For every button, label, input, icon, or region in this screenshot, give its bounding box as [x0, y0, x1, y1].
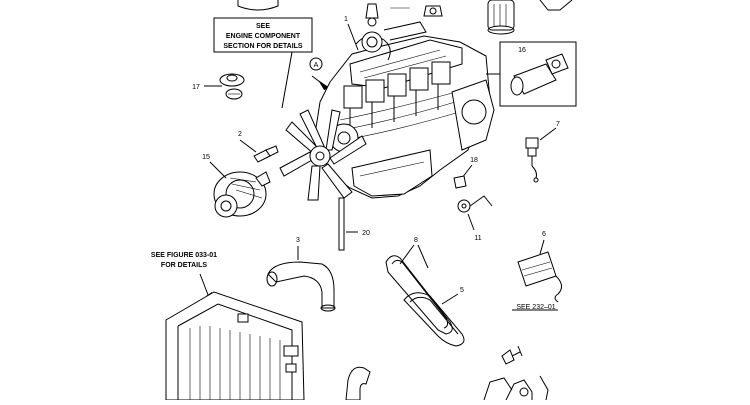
callout-8: 8 [414, 237, 418, 244]
starter-motor-part: 16 [486, 41, 577, 107]
callout-17: 17 [192, 84, 200, 91]
note-figure-details: FOR DETAILS [161, 262, 207, 269]
callout-7: 7 [556, 121, 560, 128]
belts-part: 8 5 [385, 237, 465, 347]
callout-1-group: 1 [344, 16, 359, 51]
switch-part: 7 [525, 121, 560, 183]
view-a-marker: A [309, 57, 330, 90]
temp-sensor-part: 2 [238, 131, 279, 163]
engine-assembly [315, 21, 495, 199]
dipstick-part: 20 [338, 197, 370, 251]
bottom-sensor-part [501, 345, 523, 365]
radiator-hose-part: 3 [266, 237, 336, 312]
controller-6-part: 6 SEE 232–01 [512, 231, 562, 311]
note-engine-component: ENGINE COMPONENT [226, 33, 301, 40]
sender-11-part: 11 [457, 195, 493, 242]
bottom-right-clipped-part [483, 375, 549, 401]
view-a-label: A [314, 62, 319, 69]
alternator-part: 15 [202, 154, 271, 218]
note-see: SEE [256, 23, 270, 30]
callout-3: 3 [296, 237, 300, 244]
callout-20: 20 [362, 230, 370, 237]
callout-18: 18 [470, 157, 478, 164]
see-232-ref: SEE 232–01 [516, 304, 555, 311]
note-figure-ref: SEE FIGURE 033-01 [151, 252, 217, 259]
callout-2: 2 [238, 131, 242, 138]
top-left-clipped-part [237, 0, 279, 11]
top-sensor-parts [365, 3, 443, 27]
thermostat-part: 17 [192, 73, 245, 100]
callout-16: 16 [518, 47, 526, 54]
callout-1: 1 [344, 16, 348, 23]
top-right-clipped-part [539, 0, 573, 11]
radiator-part [165, 291, 305, 401]
callout-11: 11 [474, 235, 481, 242]
callout-5: 5 [460, 287, 464, 294]
bottom-hose-part [345, 366, 371, 401]
note-section-details: SECTION FOR DETAILS [223, 43, 303, 50]
cooling-fan [279, 109, 367, 201]
sensor-18-part: 18 [453, 157, 478, 189]
engine-component-note: SEE ENGINE COMPONENT SECTION FOR DETAILS [213, 17, 313, 109]
callout-15: 15 [202, 154, 210, 161]
callout-6: 6 [542, 231, 546, 238]
top-oil-filter-part [487, 0, 515, 35]
